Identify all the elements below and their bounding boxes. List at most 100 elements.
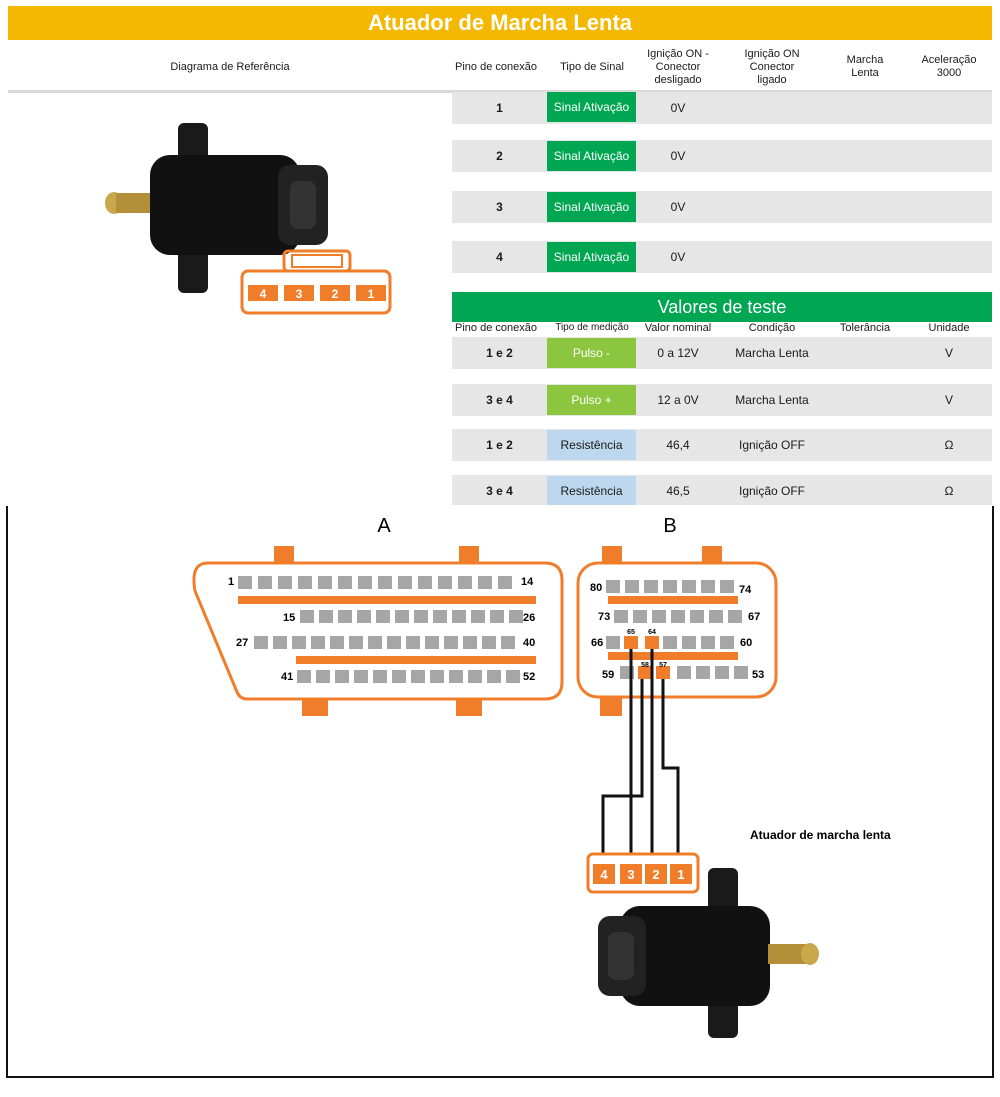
pin-label: 53	[752, 669, 764, 681]
connector-pin	[349, 636, 363, 649]
connector-pin	[430, 670, 444, 683]
test-condition: Ignição OFF	[738, 484, 806, 498]
connector-pin	[652, 610, 666, 623]
test-nominal: 0 a 12V	[657, 346, 699, 360]
test-pin: 1 e 2	[486, 346, 513, 360]
connector-pin	[720, 636, 734, 649]
reference-diagram-panel: 4 3 2 1	[8, 93, 448, 505]
pin-64	[645, 636, 659, 649]
connector-pin	[468, 670, 482, 683]
actuator-pin-1	[670, 864, 692, 884]
connector-pin	[414, 610, 428, 623]
test-unit: V	[944, 346, 953, 360]
pin-58-label: 58	[641, 662, 649, 669]
pin-label: 80	[590, 582, 602, 594]
connector-pin	[720, 580, 734, 593]
connector-pin	[319, 610, 333, 623]
actuator-image	[598, 868, 819, 1038]
header-idle-l1: Marcha	[846, 54, 884, 66]
signal-type-badge: Sinal Ativação	[547, 192, 636, 222]
test-unit: V	[944, 393, 953, 407]
connector-pin	[330, 636, 344, 649]
signal-row-4	[452, 241, 992, 273]
actuator-reference-figure: 4 3 2 1	[105, 123, 392, 315]
connector-pin	[368, 636, 382, 649]
pin-label: 27	[236, 637, 248, 649]
pin-label: 15	[283, 612, 295, 624]
connector-pin	[258, 576, 272, 589]
connector-b-label: B	[663, 515, 676, 537]
connector-pin	[701, 636, 715, 649]
test-row-3	[452, 429, 992, 461]
test-condition: Marcha Lenta	[735, 393, 809, 407]
connector-pin	[490, 610, 504, 623]
connector-pin	[438, 576, 452, 589]
connector-pin	[378, 576, 392, 589]
pin-label: 74	[739, 584, 752, 596]
connector-pin	[395, 610, 409, 623]
tv-header-measure: Tipo de medição	[555, 322, 629, 333]
connector-b-tab	[602, 546, 622, 564]
connector-pin	[682, 580, 696, 593]
header-ign-on-l3: ligado	[757, 73, 787, 86]
header-ign-off-l1: Ignição ON -	[647, 47, 709, 60]
connector-pin	[614, 610, 628, 623]
ref-connector-pins: 4 3 2 1	[248, 285, 386, 301]
actuator-pin-3-label: 3	[627, 867, 634, 882]
header-pin: Pino de conexão	[455, 60, 537, 73]
signal-pin: 4	[496, 250, 503, 264]
pin-65-label: 65	[627, 629, 635, 636]
actuator-pin-2-label: 2	[652, 867, 659, 882]
connector-a-tab	[456, 696, 482, 716]
actuator-label: Atuador de marcha lenta	[750, 828, 891, 842]
header-diagram: Diagrama de Referência	[170, 60, 290, 73]
connector-pin	[677, 666, 691, 679]
ref-pin-4	[248, 285, 278, 301]
signal-row-3	[452, 191, 992, 223]
pin-label: 60	[740, 637, 752, 649]
actuator-image-socket-inner	[608, 932, 634, 980]
connector-pin	[734, 666, 748, 679]
signal-ign-off-value: 0V	[670, 149, 686, 163]
connector-pin	[701, 580, 715, 593]
header-divider	[8, 90, 992, 93]
test-measure-badge: Resistência	[547, 430, 636, 460]
connector-pin	[715, 666, 729, 679]
connector-pin	[644, 580, 658, 593]
connector-pin	[444, 636, 458, 649]
header-signal-type: Tipo de Sinal	[560, 60, 624, 73]
connector-pin	[300, 610, 314, 623]
connector-a-divider	[296, 656, 536, 664]
actuator-image-body	[620, 906, 770, 1006]
ref-pin-3-label: 3	[296, 287, 303, 301]
connector-pin	[392, 670, 406, 683]
signal-type-badge: Sinal Ativação	[547, 141, 636, 171]
test-row-4	[452, 475, 992, 505]
header-accel-l1: Aceleração	[921, 54, 977, 66]
test-pin: 3 e 4	[486, 484, 513, 498]
connector-a-tab	[274, 546, 294, 564]
connector-a-tab	[302, 696, 328, 716]
pin-label: 52	[523, 671, 535, 683]
connector-pin	[501, 636, 515, 649]
header-ign-off-l3: desligado	[654, 73, 702, 86]
ref-pin-4-label: 4	[260, 287, 267, 301]
tv-header-nominal: Valor nominal	[644, 322, 712, 334]
connector-pin	[354, 670, 368, 683]
header-ign-on: Ignição ON Conector ligado	[727, 44, 817, 90]
pin-65	[624, 636, 638, 649]
connector-pin	[682, 636, 696, 649]
signal-pin: 3	[496, 200, 503, 214]
signal-pin: 2	[496, 149, 503, 163]
connector-b: 80 74 73 67 66 60 59 53 65 64 58 57	[576, 546, 778, 716]
header-idle-l2: Lenta	[851, 67, 879, 79]
test-measure-badge: Pulso -	[547, 338, 636, 368]
pin-label: 66	[591, 637, 603, 649]
connector-pin	[292, 636, 306, 649]
connector-pin	[357, 610, 371, 623]
connector-pin	[663, 580, 677, 593]
connector-pin	[425, 636, 439, 649]
ref-connector-body	[240, 269, 392, 315]
ref-connector-latch-inner	[291, 254, 343, 268]
connector-pin	[335, 670, 349, 683]
